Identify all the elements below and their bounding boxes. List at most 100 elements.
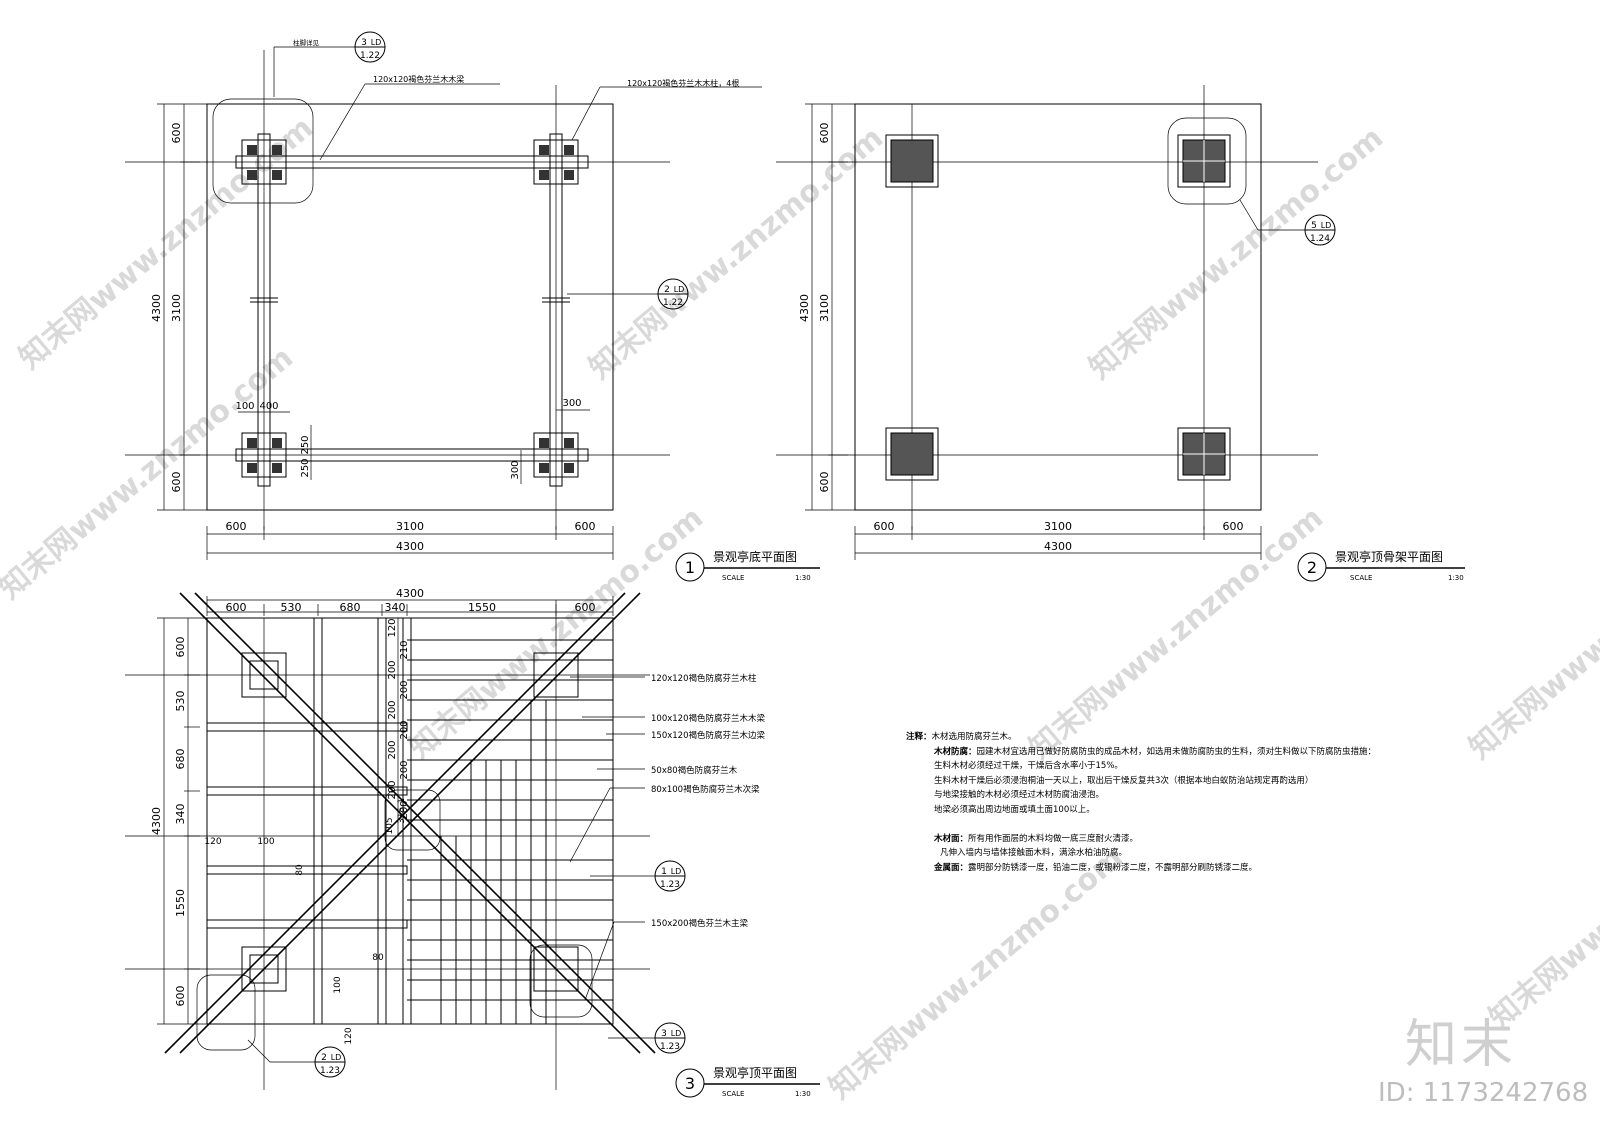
dim-text: 100 xyxy=(333,976,343,993)
svg-text:2: 2 xyxy=(321,1053,327,1063)
svg-text:1: 1 xyxy=(661,867,667,877)
dim-text: 600 xyxy=(226,601,247,614)
svg-text:LD: LD xyxy=(331,1053,342,1062)
dim-text: 300 xyxy=(510,460,521,479)
dim-text: 200 xyxy=(387,700,398,719)
svg-text:1.23: 1.23 xyxy=(320,1066,340,1076)
detail-cloud xyxy=(384,789,441,851)
dim-text: 4300 xyxy=(150,807,163,835)
plan-1: 600 3100 600 4300 600 3100 600 4300 100 … xyxy=(125,31,820,582)
watermark-text: 知末网www.znzmo.com xyxy=(1463,500,1600,766)
dim-text: 200 xyxy=(387,740,398,759)
drawing-title: 2 景观亭顶骨架平面图 SCALE 1:30 xyxy=(1297,549,1465,582)
dim-text: 600 xyxy=(174,986,187,1007)
note-line: 生料木材必须经过干燥，干燥后含水率小于15%。 xyxy=(934,761,1123,771)
note-line: 地梁必须高出周边地面或填土面100以上。 xyxy=(934,804,1095,815)
dim-text: 200 xyxy=(399,680,410,699)
watermark-text: 知末网www.znzmo.com xyxy=(823,840,1130,1106)
dim-text: 680 xyxy=(174,749,187,770)
note-line: 金属面：露明部分防锈漆一度，铅油二度，或银粉漆二度，不露明部分刷防锈漆二度。 xyxy=(934,862,1258,873)
dim-text: 3100 xyxy=(1044,520,1072,533)
plan1-column-base xyxy=(533,432,579,478)
dim-text: 120 xyxy=(204,837,221,847)
dim-text: 250 xyxy=(300,458,311,477)
dim-text: 600 xyxy=(170,123,183,144)
drawing-title: 3 景观亭顶平面图 SCALE 1:30 xyxy=(675,1065,820,1098)
note-line: 木材防腐：园建木材宜选用已做好防腐防虫的成品木材，如选用未做防腐防虫的生料，须对… xyxy=(934,746,1377,757)
dim-text: 210 xyxy=(399,640,410,659)
watermark-id: ID: 1173242768 xyxy=(1378,1078,1589,1108)
plan2-column-cap xyxy=(885,427,939,481)
dim-text: 600 xyxy=(575,601,596,614)
svg-text:1:30: 1:30 xyxy=(1448,574,1464,582)
dim-text: 600 xyxy=(818,472,831,493)
svg-text:3: 3 xyxy=(685,1074,695,1093)
plan1-outline xyxy=(206,103,614,511)
ref-bubble: 3 LD 1.23 xyxy=(654,1022,686,1054)
svg-text:1: 1 xyxy=(685,558,695,577)
dim-text: 3100 xyxy=(170,294,183,322)
dim-text: 300 xyxy=(562,398,581,409)
svg-text:SCALE: SCALE xyxy=(1350,574,1372,582)
detail-cloud xyxy=(1167,117,1247,205)
callout-text: 150x120褐色防腐芬兰木边梁 xyxy=(651,730,765,741)
dim-text: 600 xyxy=(170,472,183,493)
dim-text: 200 xyxy=(399,760,410,779)
dim-text: 200 xyxy=(387,660,398,679)
dim-text: 1550 xyxy=(468,601,496,614)
dim-text: 315.1 xyxy=(397,798,407,824)
watermark-text: 知末网www.znzmo.com xyxy=(1083,120,1390,386)
dim-text: 4300 xyxy=(798,294,811,322)
dim-text: 680 xyxy=(340,601,361,614)
svg-text:LD: LD xyxy=(671,867,682,876)
dim-text: 3100 xyxy=(818,294,831,322)
dim-text: 340 xyxy=(385,601,406,614)
callout-text: 100x120褐色防腐芬兰木木梁 xyxy=(651,713,765,724)
svg-text:景观亭顶骨架平面图: 景观亭顶骨架平面图 xyxy=(1335,549,1443,564)
dim-text: 4300 xyxy=(150,294,163,322)
rafters xyxy=(407,639,613,1024)
dim-text: 340 xyxy=(174,804,187,825)
dim-text: 80 xyxy=(295,864,305,876)
svg-text:1.23: 1.23 xyxy=(660,1042,680,1052)
dim-text: 600 xyxy=(575,520,596,533)
callout-text: 120x120褐色芬兰木木梁 xyxy=(373,74,464,84)
plan1-column-base xyxy=(241,139,287,185)
dim-text: 600 xyxy=(174,637,187,658)
plan-3: 4300 600 530 680 340 1550 600 4300 600 5… xyxy=(125,587,820,1098)
dim-text: 600 xyxy=(1223,520,1244,533)
plan1-column-base xyxy=(241,432,287,478)
svg-text:1.23: 1.23 xyxy=(660,880,680,890)
svg-text:景观亭底平面图: 景观亭底平面图 xyxy=(713,549,797,564)
detail-cloud xyxy=(196,974,256,1051)
dim-text: 120 xyxy=(387,618,398,637)
note-line: 凡伸入墙内与墙体接触面木料，满涂水柏油防腐。 xyxy=(940,848,1128,858)
plan2-column-cap xyxy=(1177,134,1231,188)
general-notes: 注释：木材选用防腐芬兰木。 木材防腐：园建木材宜选用已做好防腐防虫的成品木材，如… xyxy=(906,730,1376,875)
svg-text:1:30: 1:30 xyxy=(795,574,811,582)
plan2-column-cap xyxy=(885,134,939,188)
dim-text: 4300 xyxy=(396,540,424,553)
plan2-outline xyxy=(854,103,1262,511)
note-line xyxy=(906,817,1376,832)
dim-text: 3100 xyxy=(396,520,424,533)
dim-text: 600 xyxy=(874,520,895,533)
dim-text: 120 xyxy=(344,1027,354,1044)
dim-text: 530 xyxy=(281,601,302,614)
callout-text: 150x200褐色芬兰木主梁 xyxy=(651,918,748,929)
watermark-text: 知末网www.znzmo.com xyxy=(1483,770,1600,1036)
drawing-title: 1 景观亭底平面图 SCALE 1:30 xyxy=(675,549,820,582)
note-line: 木材面：所有用作面层的木料均做一底三度耐火清漆。 xyxy=(934,833,1139,844)
plan-2: 600 3100 600 4300 600 3100 600 4300 5 LD… xyxy=(776,85,1465,582)
watermark-text: 知末网www.znzmo.com xyxy=(583,120,890,386)
dim-text: 200 xyxy=(387,780,398,799)
svg-text:LD: LD xyxy=(671,1029,682,1038)
dim-text: 80 xyxy=(372,953,384,963)
dim-text: 530 xyxy=(174,691,187,712)
ref-bubble: 5 LD 1.24 xyxy=(1304,214,1336,246)
ref-bubble: 2 LD 1.22 xyxy=(657,278,689,310)
dim-text: 200 xyxy=(399,800,410,819)
dim-text: 1550 xyxy=(174,889,187,917)
plan2-column-cap xyxy=(1177,427,1231,481)
